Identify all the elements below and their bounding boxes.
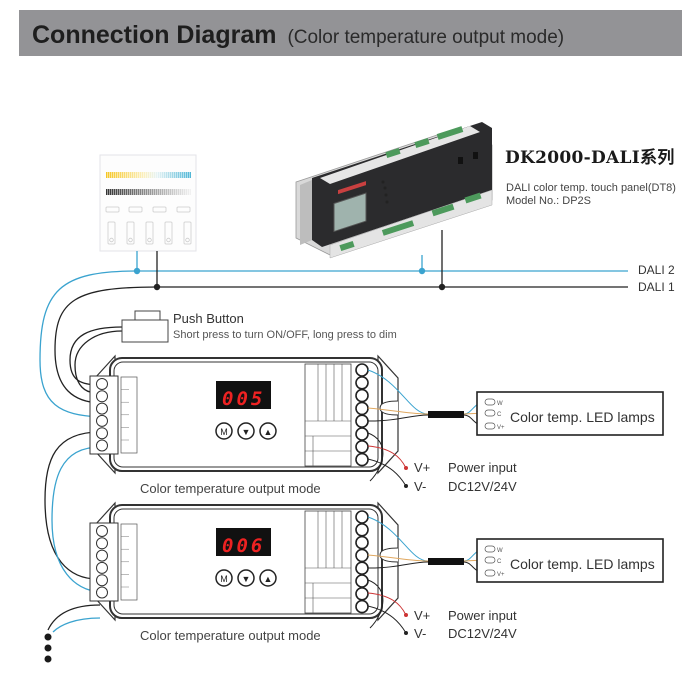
lamp-pin (484, 422, 496, 430)
led-driver-1: M ▼ ▲ WC V+ (89, 354, 664, 488)
left-terminal-screw (96, 549, 108, 562)
svg-text:C: C (497, 559, 502, 565)
panel-type: DALI color temp. touch panel(DT8) (506, 182, 676, 194)
continuation-dots (44, 633, 52, 663)
left-terminal-screw (96, 586, 108, 599)
down-button[interactable] (237, 569, 255, 587)
output-terminal-screw (355, 561, 369, 576)
driver2-power-title: Power input (448, 608, 517, 623)
svg-text:▲: ▲ (264, 427, 273, 437)
title-subtitle: (Color temperature output mode) (287, 27, 565, 48)
driver1-lamp-label: Color temp. LED lamps (510, 409, 655, 425)
left-terminal-screw (96, 414, 108, 427)
led-driver-2: M ▼ ▲ WC V+ (89, 501, 664, 635)
up-button[interactable] (259, 422, 277, 440)
led-display (216, 381, 271, 409)
channel-buttons (107, 221, 192, 245)
left-terminal-screw (96, 561, 108, 574)
output-terminal-screw (355, 414, 369, 429)
output-terminal-screw (355, 363, 369, 377)
output-terminal-screw (355, 388, 369, 403)
svg-text:V+: V+ (497, 425, 505, 431)
output-terminal-screw (355, 586, 369, 601)
driver2-display: 006 (222, 535, 266, 557)
driver1-vplus-label: V+ (414, 460, 431, 475)
driver2-power-voltage: DC12V/24V (448, 626, 517, 641)
terminal-blocks (339, 126, 482, 252)
lamp-pin (484, 409, 496, 417)
output-terminal-screw (355, 375, 369, 390)
left-terminal-screw (96, 378, 108, 390)
push-button-description: Short press to turn ON/OFF, long press t… (173, 329, 397, 341)
output-terminal-screw (355, 599, 369, 614)
bus-to-driver-wires (39, 270, 158, 633)
output-terminal-labels (304, 510, 352, 614)
panel-model: Model No.: DP2S (506, 195, 591, 207)
driver1-power-title: Power input (448, 460, 517, 475)
output-terminal-screw (355, 439, 369, 454)
output-terminal-screw (355, 522, 369, 537)
page-title: Connection Diagram (Color temperature ou… (32, 21, 564, 50)
output-terminal-screw (355, 452, 369, 467)
dali2-label: DALI 2 (638, 263, 675, 277)
touch-panel (99, 154, 197, 252)
header-bar (19, 10, 682, 56)
led-lamp-box (476, 538, 664, 583)
svg-text:M: M (220, 427, 228, 437)
svg-text:W: W (497, 401, 503, 407)
led-lamp-box (476, 391, 664, 436)
driver1-vminus-label: V- (414, 479, 427, 494)
dali-controller-device (295, 122, 493, 259)
left-terminal-screw (96, 537, 108, 550)
lamp-pin (484, 556, 496, 564)
output-terminal-screw (355, 574, 369, 588)
driver1-power-voltage: DC12V/24V (448, 479, 517, 494)
touch-panel-description: DALI color temp. touch panel(DT8) Model … (506, 182, 676, 208)
driver2-lamp-label: Color temp. LED lamps (510, 556, 655, 572)
push-button-title: Push Button (173, 311, 244, 326)
svg-text:M: M (220, 574, 228, 584)
output-terminal-screw (355, 401, 369, 416)
mode-button[interactable] (215, 569, 233, 587)
push-button-device (121, 310, 169, 343)
lamp-pin (484, 398, 496, 406)
svg-text:V+: V+ (497, 572, 505, 578)
title-main: Connection Diagram (32, 21, 277, 49)
svg-text:▼: ▼ (242, 574, 251, 584)
svg-text:W: W (497, 548, 503, 554)
lamp-pin (484, 545, 496, 553)
controller-buttons (381, 180, 389, 204)
output-terminal-labels (304, 363, 352, 467)
left-terminal-screw (96, 439, 108, 452)
left-terminal-screw (96, 402, 108, 415)
dali1-label: DALI 1 (638, 280, 675, 294)
left-terminal-screw (96, 574, 108, 587)
down-button[interactable] (237, 422, 255, 440)
led-display (216, 528, 271, 556)
left-terminal-screw (96, 390, 108, 403)
cable-bundle (428, 558, 464, 565)
driver1-mode-label: Color temperature output mode (140, 481, 321, 496)
output-terminal-screw (355, 427, 369, 441)
driver2-vminus-label: V- (414, 626, 427, 641)
svg-text:▼: ▼ (242, 427, 251, 437)
left-terminal-screw (96, 525, 108, 537)
output-terminal-screw (355, 548, 369, 563)
controller-series-title: DK2000-DALI系列 (505, 148, 675, 168)
zone-buttons (105, 206, 191, 213)
driver2-mode-label: Color temperature output mode (140, 628, 321, 643)
left-terminal-screw (96, 427, 108, 440)
up-button[interactable] (259, 569, 277, 587)
driver1-display: 005 (222, 388, 266, 410)
driver2-vplus-label: V+ (414, 608, 431, 623)
lamp-pin (484, 569, 496, 577)
svg-text:▲: ▲ (264, 574, 273, 584)
output-terminal-screw (355, 535, 369, 550)
svg-text:C: C (497, 412, 502, 418)
mode-button[interactable] (215, 422, 233, 440)
cable-bundle (428, 411, 464, 418)
output-terminal-screw (355, 510, 369, 524)
